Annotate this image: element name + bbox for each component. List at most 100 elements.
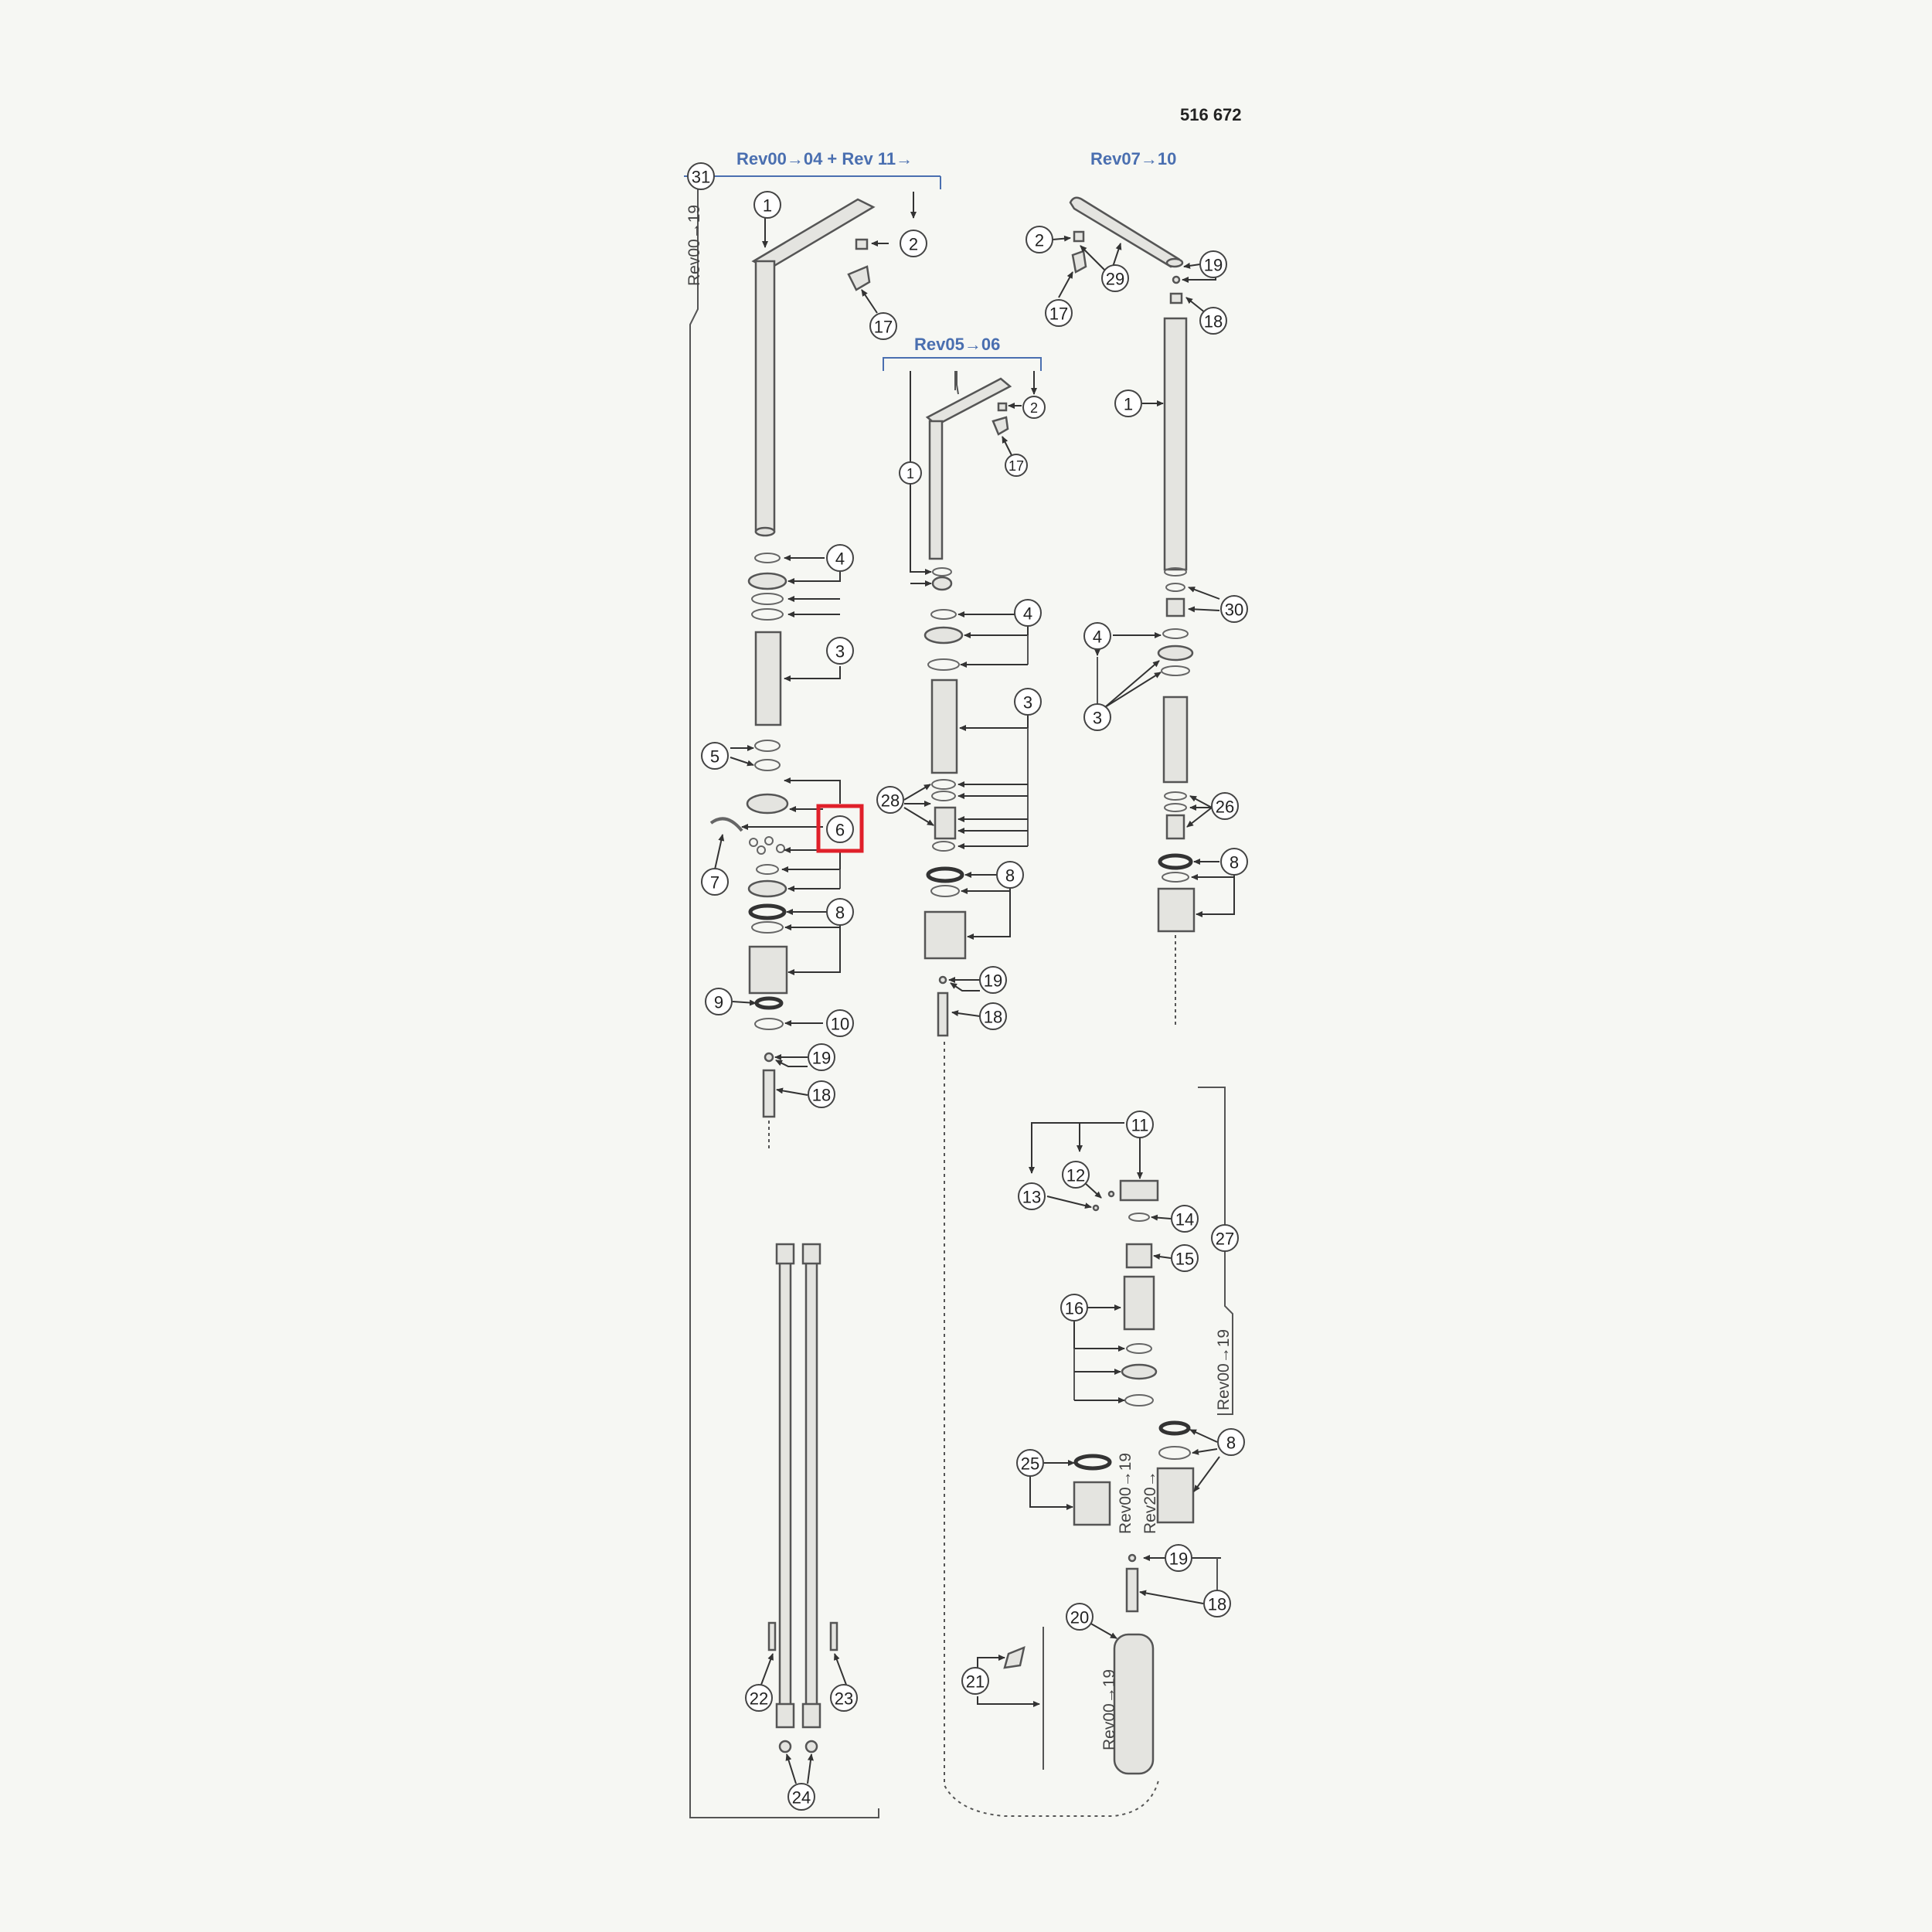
svg-text:3: 3 — [835, 642, 845, 662]
svg-text:1: 1 — [763, 196, 772, 216]
svg-text:1: 1 — [906, 466, 914, 481]
svg-text:2: 2 — [1035, 231, 1044, 250]
callout-4-middle: 4 — [1014, 599, 1042, 627]
callout-21: 21 — [961, 1667, 989, 1695]
svg-text:7: 7 — [710, 873, 719, 893]
svg-text:15: 15 — [1175, 1250, 1194, 1269]
svg-text:1: 1 — [1124, 395, 1133, 414]
callout-2-right: 2 — [1026, 226, 1053, 253]
callout-7: 7 — [701, 868, 729, 896]
mid-revision-a: Rev00→19 — [1117, 1453, 1134, 1534]
document-number: 516 672 — [1180, 105, 1242, 124]
callout-31: 31 — [687, 162, 715, 190]
svg-text:4: 4 — [1023, 604, 1032, 624]
svg-text:17: 17 — [1049, 304, 1068, 324]
callout-3-right: 3 — [1083, 703, 1111, 731]
callout-11: 11 — [1126, 1111, 1154, 1138]
svg-text:19: 19 — [984, 971, 1002, 991]
callout-20: 20 — [1066, 1603, 1094, 1631]
cartridge-bracket — [1198, 1087, 1233, 1415]
callout-23: 23 — [830, 1684, 858, 1712]
svg-text:8: 8 — [1005, 866, 1015, 886]
callout-9: 9 — [705, 988, 733, 1015]
callout-18-right: 18 — [1199, 307, 1227, 335]
svg-text:2: 2 — [909, 235, 918, 254]
svg-text:10: 10 — [831, 1015, 849, 1034]
svg-text:17: 17 — [874, 318, 893, 337]
left-bracket-revision: Rev00→19 — [685, 205, 703, 286]
callout-8-left: 8 — [826, 898, 854, 926]
svg-text:19: 19 — [1204, 256, 1223, 275]
svg-text:6: 6 — [835, 821, 845, 840]
svg-text:29: 29 — [1106, 270, 1124, 289]
callout-4-left: 4 — [826, 544, 854, 572]
svg-text:16: 16 — [1065, 1299, 1083, 1318]
callout-18-cartridge: 18 — [1203, 1590, 1231, 1617]
svg-text:25: 25 — [1021, 1454, 1039, 1474]
svg-text:19: 19 — [812, 1049, 831, 1068]
callout-8-cartridge: 8 — [1217, 1428, 1245, 1456]
svg-text:18: 18 — [984, 1008, 1002, 1027]
svg-text:11: 11 — [1131, 1116, 1149, 1135]
svg-text:24: 24 — [792, 1788, 811, 1808]
svg-text:2: 2 — [1030, 400, 1038, 416]
mid-revision-b: Rev20→ — [1141, 1471, 1159, 1534]
bottom-revision: Rev00→19 — [1100, 1669, 1118, 1750]
svg-text:17: 17 — [1009, 458, 1024, 474]
svg-text:9: 9 — [714, 993, 723, 1012]
callout-1-right: 1 — [1114, 389, 1142, 417]
svg-text:30: 30 — [1225, 600, 1243, 620]
svg-text:18: 18 — [812, 1086, 831, 1105]
svg-text:19: 19 — [1169, 1549, 1188, 1569]
callout-24: 24 — [787, 1783, 815, 1811]
right-bracket-revision: Rev00→19 — [1215, 1329, 1233, 1410]
svg-text:26: 26 — [1216, 798, 1234, 817]
callout-27: 27 — [1211, 1224, 1239, 1252]
callout-18-middle: 18 — [979, 1002, 1007, 1030]
callout-18-left: 18 — [808, 1080, 835, 1108]
callout-1-left: 1 — [753, 191, 781, 219]
header-middle-revision: Rev05→06 — [914, 335, 1000, 354]
svg-text:12: 12 — [1066, 1166, 1085, 1185]
callout-14: 14 — [1171, 1205, 1199, 1233]
supply-hoses — [767, 1243, 838, 1753]
callout-25: 25 — [1016, 1449, 1044, 1477]
svg-text:4: 4 — [835, 549, 845, 569]
svg-text:14: 14 — [1175, 1210, 1194, 1230]
callout-19-left: 19 — [808, 1043, 835, 1071]
svg-text:4: 4 — [1093, 628, 1102, 647]
header-left-revision: Rev00→04 + Rev 11→ — [736, 149, 913, 168]
left-spout-assembly — [709, 198, 876, 1151]
right-spout-assembly — [1069, 196, 1196, 1028]
svg-text:5: 5 — [710, 747, 719, 767]
callout-16: 16 — [1060, 1294, 1088, 1321]
callout-15: 15 — [1171, 1244, 1199, 1272]
highlight-box — [816, 804, 864, 853]
header-right-revision: Rev07→10 — [1090, 149, 1176, 168]
callout-2-left: 2 — [900, 230, 927, 257]
svg-text:20: 20 — [1070, 1608, 1089, 1628]
svg-text:8: 8 — [1226, 1434, 1236, 1453]
callout-5: 5 — [701, 742, 729, 770]
svg-text:3: 3 — [1023, 693, 1032, 713]
callout-17-right: 17 — [1045, 299, 1073, 327]
svg-text:13: 13 — [1022, 1188, 1041, 1207]
callout-17-left: 17 — [869, 312, 897, 340]
callout-12: 12 — [1062, 1161, 1090, 1189]
svg-text:31: 31 — [692, 168, 710, 187]
callout-19-middle: 19 — [979, 966, 1007, 994]
svg-text:8: 8 — [1230, 853, 1239, 872]
svg-text:23: 23 — [835, 1689, 853, 1709]
callout-30: 30 — [1220, 595, 1248, 623]
callout-4-right: 4 — [1083, 622, 1111, 650]
svg-text:21: 21 — [966, 1672, 985, 1692]
left-group-bracket — [689, 179, 879, 1818]
cartridge-assembly — [1003, 1179, 1195, 1775]
svg-text:18: 18 — [1204, 312, 1223, 332]
callout-8-middle: 8 — [996, 861, 1024, 889]
middle-spout-assembly — [923, 377, 1160, 1817]
callout-13: 13 — [1018, 1182, 1046, 1210]
callout-29: 29 — [1101, 264, 1129, 292]
callout-2-middle: 2 — [1022, 396, 1046, 419]
callout-19-cartridge: 19 — [1165, 1544, 1192, 1572]
